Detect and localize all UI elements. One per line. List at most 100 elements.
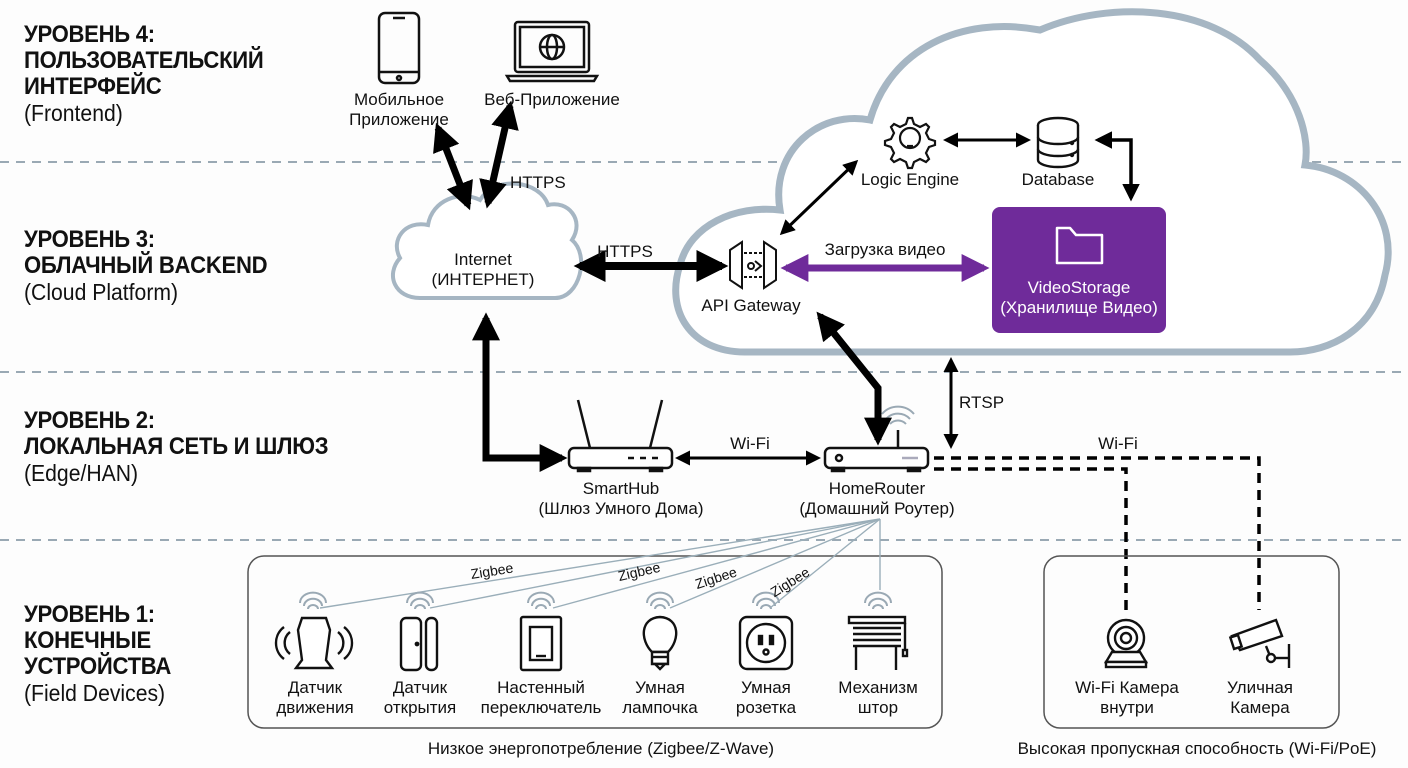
device-label-line: штор: [857, 698, 899, 717]
level-subtitle: (Frontend): [24, 100, 123, 126]
device-label-line: открытия: [383, 698, 457, 717]
camera-wifi-label: Wi-Fi: [1098, 434, 1138, 453]
smarthub-label-line: SmartHub: [582, 479, 660, 498]
zigbee-link: [669, 518, 881, 609]
level-title: КОНЕЧНЫЕ: [24, 627, 151, 654]
device-label-smart-plug: Умная розетка: [736, 678, 796, 718]
device-wifi-signal-icon: [864, 591, 892, 610]
device-label-line: Уличная: [1227, 678, 1293, 697]
device-wifi-signal-icon: [646, 591, 674, 610]
wall-switch-icon: [519, 615, 563, 672]
link-outdoor-camera: [934, 456, 1261, 610]
device-label-line: Датчик: [392, 678, 448, 697]
low-power-devices-box: [247, 555, 943, 729]
device-label-line: Датчик: [287, 678, 343, 697]
logic-engine-label: Logic Engine: [860, 170, 960, 189]
internet-label-line: (ИНТЕРНЕТ): [431, 270, 535, 289]
device-label-indoor-camera: Wi-Fi Камера внутри: [1075, 678, 1179, 718]
arrow-mobile-internet: [433, 122, 473, 211]
device-label-outdoor-camera: Уличная Камера: [1227, 678, 1293, 718]
device-label-line: движения: [276, 698, 354, 717]
device-wifi-signal-icon: [752, 591, 780, 610]
api-gateway-icon: [729, 240, 777, 290]
smarthub-label-line: (Шлюз Умного Дома): [538, 499, 704, 518]
level-title: ИНТЕРФЕЙС: [24, 73, 162, 100]
camera-wifi-links: [934, 456, 1261, 610]
smarthub-label: SmartHub (Шлюз Умного Дома): [539, 479, 704, 519]
device-label-line: розетка: [735, 698, 797, 717]
device-label-blinds: Механизм штор: [838, 678, 918, 718]
device-label-wall-switch: Настенный переключатель: [481, 678, 602, 718]
device-label-line: Настенный: [497, 678, 585, 697]
mobile-phone-icon: [377, 11, 421, 85]
level-1-label: УРОВЕНЬ 1: КОНЕЧНЫЕ УСТРОЙСТВА (Field De…: [24, 601, 184, 707]
arrow-web-internet: [479, 100, 519, 209]
level-subtitle: (Cloud Platform): [24, 279, 179, 305]
device-wifi-signal-icon: [527, 591, 555, 610]
video-storage-label-line: (Хранилище Видео): [1000, 298, 1158, 317]
low-power-caption: Низкое энергопотребление (Zigbee/Z-Wave): [427, 739, 775, 758]
device-wifi-signal-icon: [299, 591, 327, 610]
door-sensor-icon: [399, 616, 439, 672]
arrow-internet-smarthub: [472, 312, 568, 472]
device-signal-icons: [299, 591, 892, 610]
blinds-icon: [847, 615, 909, 670]
device-label-line: Wi-Fi Камера: [1075, 678, 1179, 697]
device-label-line: Умная: [635, 678, 685, 697]
level-title: УРОВЕНЬ 4:: [24, 21, 155, 48]
indoor-camera-icon: [1103, 618, 1149, 669]
router-wifi-signal-icon: [881, 405, 915, 425]
level-title: ЛОКАЛЬНАЯ СЕТЬ И ШЛЮЗ: [24, 433, 329, 460]
smart-plug-icon: [738, 615, 794, 671]
video-storage-box: [992, 207, 1166, 333]
homerouter-label-line: HomeRouter: [828, 479, 926, 498]
internet-label-line: Internet: [454, 250, 512, 269]
zigbee-links: [319, 518, 881, 609]
level-subtitle: (Field Devices): [24, 680, 166, 706]
zigbee-link: [429, 518, 881, 609]
zigbee-link: [769, 518, 881, 609]
video-storage-label-line: VideoStorage: [1027, 278, 1131, 297]
logic-engine-gear-icon: [883, 116, 937, 170]
device-label-line: переключатель: [480, 698, 602, 717]
device-label-line: лампочка: [622, 698, 698, 717]
level-2-label: УРОВЕНЬ 2: ЛОКАЛЬНАЯ СЕТЬ И ШЛЮЗ (Edge/H…: [24, 407, 355, 487]
level-title: УРОВЕНЬ 2:: [24, 407, 155, 434]
video-storage-label: VideoStorage (Хранилище Видео): [1000, 278, 1158, 318]
homerouter-label-line: (Домашний Роутер): [799, 499, 955, 518]
level-4-label: УРОВЕНЬ 4: ПОЛЬЗОВАТЕЛЬСКИЙ ИНТЕРФЕЙС (F…: [24, 21, 284, 127]
video-upload-label: Загрузка видео: [824, 240, 946, 259]
https-internet-gateway-label: HTTPS: [597, 242, 653, 261]
zigbee-link: [552, 518, 881, 609]
level-title: ПОЛЬЗОВАТЕЛЬСКИЙ: [24, 47, 264, 74]
internet-label: Internet (ИНТЕРНЕТ): [432, 250, 535, 290]
light-bulb-icon: [642, 615, 678, 671]
mobile-app-label-line: Мобильное: [353, 90, 445, 109]
homerouter-label: HomeRouter (Домашний Роутер): [799, 479, 954, 519]
database-label: Database: [1021, 170, 1095, 189]
arrow-database-storage: [1094, 131, 1140, 202]
level-3-label: УРОВЕНЬ 3: ОБЛАЧНЫЙ BACKEND (Cloud Platf…: [24, 227, 288, 306]
level-title: ОБЛАЧНЫЙ BACKEND: [24, 252, 268, 279]
arrow-gateway-homerouter: [816, 311, 892, 446]
device-label-line: внутри: [1100, 698, 1154, 717]
homerouter-icon: [823, 430, 930, 473]
level-subtitle: (Edge/HAN): [24, 460, 139, 486]
outdoor-camera-icon: [1228, 618, 1291, 668]
folder-icon: [1055, 226, 1104, 265]
device-label-motion-sensor: Датчик движения: [276, 678, 353, 718]
high-bandwidth-devices-box: [1043, 555, 1340, 729]
arrow-gateway-logic: [779, 159, 859, 236]
device-label-line: Камера: [1230, 698, 1290, 717]
api-gateway-label: API Gateway: [701, 296, 801, 315]
mobile-app-label-line: Приложение: [349, 110, 449, 129]
device-label-door-sensor: Датчик открытия: [384, 678, 456, 718]
motion-sensor-icon: [274, 616, 354, 670]
device-label-light-bulb: Умная лампочка: [622, 678, 697, 718]
level-title: УРОВЕНЬ 1:: [24, 601, 155, 628]
device-label-line: Умная: [741, 678, 791, 697]
high-bandwidth-caption: Высокая пропускная способность (Wi-Fi/Po…: [1017, 739, 1377, 758]
rtsp-label: RTSP: [959, 393, 1005, 412]
device-label-line: Механизм: [838, 678, 918, 697]
